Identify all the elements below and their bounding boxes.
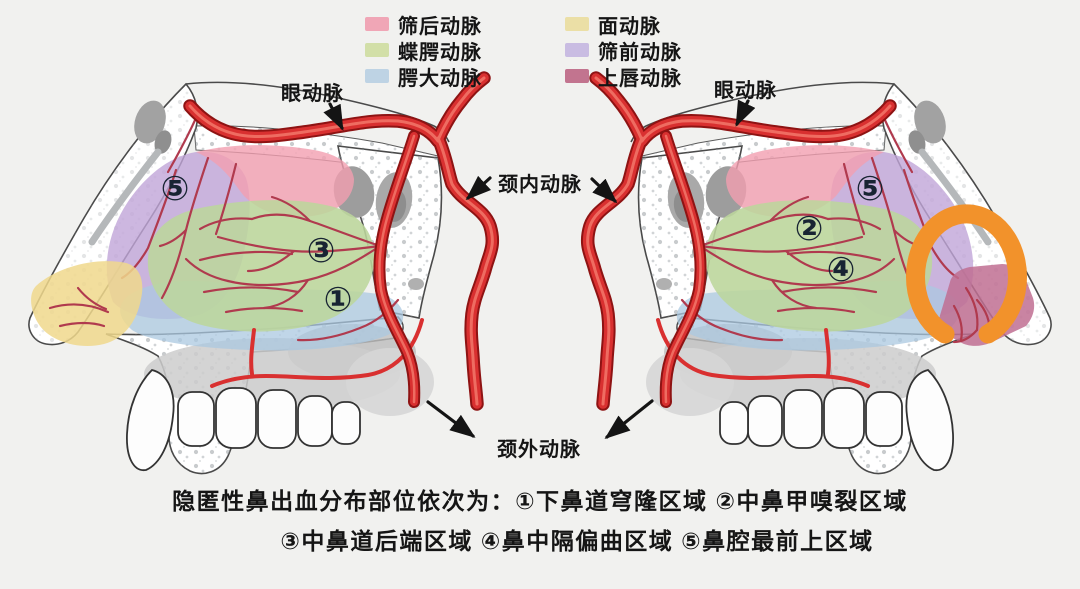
frontal-sinus: [134, 100, 166, 144]
legend-swatch: [565, 69, 589, 83]
site-markers: ⑤ ③ ① ⑤ ② ④: [161, 170, 885, 319]
right-figure-overlay: [906, 204, 1035, 346]
legend-item: 上唇动脉: [565, 63, 682, 90]
arrow-internal-carotid-right: [590, 177, 618, 204]
caption: 隐匿性鼻出血分布部位依次为：①下鼻道穹隆区域 ②中鼻甲嗅裂区域 ③中鼻道后端区域…: [0, 481, 1080, 561]
legend-item: 面动脉: [565, 11, 682, 38]
legend-column-2: 面动脉 筛前动脉 上唇动脉: [565, 11, 682, 90]
left-figure-overlay: [31, 261, 143, 346]
legend-item: 筛前动脉: [565, 37, 682, 64]
arrow-ophthalmic-right: [735, 99, 756, 127]
legend-label: 蝶腭动脉: [398, 41, 482, 64]
caption-line-1: 隐匿性鼻出血分布部位依次为：①下鼻道穹隆区域 ②中鼻甲嗅裂区域: [172, 488, 908, 514]
region-facial: [31, 261, 143, 346]
caption-line-2: ③中鼻道后端区域 ④鼻中隔偏曲区域 ⑤鼻腔最前上区域: [280, 528, 874, 554]
nasal-cartilage: [88, 148, 162, 246]
kiesselbach-highlight-ring: [906, 204, 1027, 344]
legend-label: 面动脉: [598, 15, 661, 38]
arrow-ophthalmic-left: [323, 102, 344, 131]
legend-swatch: [565, 17, 589, 31]
marker-5-left: ⑤: [161, 170, 190, 208]
marker-4-right: ④: [827, 251, 856, 289]
legend-swatch: [365, 43, 389, 57]
legend-column-1: 筛后动脉 蝶腭动脉 腭大动脉: [365, 11, 482, 90]
marker-2-right: ②: [795, 210, 824, 248]
region-sphenopalatine: [147, 200, 375, 332]
arrow-external-carotid-left: [426, 400, 476, 438]
legend-swatch: [365, 69, 389, 83]
annotation-arrows: [323, 99, 756, 439]
label-ophthalmic-artery-right: 眼动脉: [714, 80, 777, 102]
legend-swatch: [365, 17, 389, 31]
legend-label: 筛前动脉: [598, 41, 682, 64]
marker-1-left: ①: [324, 281, 353, 319]
left-nasal-figure: [28, 78, 492, 475]
legend-label: 筛后动脉: [398, 15, 482, 38]
marker-3-left: ③: [307, 232, 336, 270]
marker-5-right: ⑤: [856, 170, 885, 208]
upper-teeth: [126, 369, 361, 471]
label-internal-carotid-artery: 颈内动脉: [498, 174, 582, 196]
arrow-external-carotid-right: [604, 399, 654, 439]
label-external-carotid-artery: 颈外动脉: [497, 439, 581, 461]
legend-item: 筛后动脉: [365, 11, 482, 38]
legend-swatch: [565, 43, 589, 57]
legend-label: 腭大动脉: [398, 67, 482, 90]
septal-artery-branches: [120, 116, 400, 342]
legend-item: 腭大动脉: [365, 63, 482, 90]
legend-item: 蝶腭动脉: [365, 37, 482, 64]
arrow-internal-carotid-left: [465, 175, 492, 201]
legend-label: 上唇动脉: [598, 67, 682, 90]
label-ophthalmic-artery-left: 眼动脉: [281, 83, 344, 105]
